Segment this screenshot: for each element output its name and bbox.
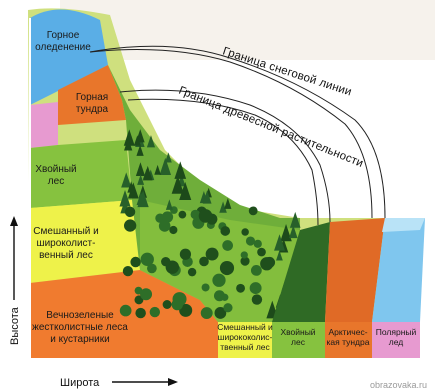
deciduous-tree: [188, 268, 196, 276]
deciduous-tree: [135, 308, 145, 318]
vertical-axis-arrowhead: [10, 216, 18, 226]
tree-line-label: Граница древесной растительности: [177, 85, 365, 170]
deciduous-tree: [251, 265, 262, 276]
deciduous-tree: [201, 307, 213, 319]
vertical-axis-label: Высота: [9, 306, 21, 345]
deciduous-tree: [125, 207, 135, 217]
deciduous-tree: [124, 219, 136, 231]
deciduous-tree: [257, 248, 266, 257]
deciduous-tree: [241, 228, 249, 236]
lat-polar-ice-top: [382, 218, 425, 232]
deciduous-tree: [220, 226, 230, 236]
deciduous-tree: [222, 240, 233, 251]
deciduous-tree: [191, 210, 201, 220]
deciduous-tree: [221, 294, 228, 301]
deciduous-tree: [159, 220, 171, 232]
deciduous-tree: [120, 305, 132, 317]
deciduous-tree: [178, 211, 186, 219]
label-lat-tundra: Арктичес-кая тундра: [327, 327, 370, 347]
deciduous-tree: [241, 251, 248, 258]
zone-pink: [30, 102, 58, 148]
horizontal-axis-label: Широта: [60, 377, 100, 389]
deciduous-tree: [260, 257, 273, 270]
deciduous-tree: [169, 226, 177, 234]
deciduous-tree: [141, 253, 154, 266]
deciduous-tree: [202, 283, 210, 291]
deciduous-tree: [173, 292, 187, 306]
horizontal-axis-arrowhead: [168, 378, 178, 386]
deciduous-tree: [123, 266, 133, 276]
watermark: obrazovaka.ru: [370, 380, 427, 390]
deciduous-tree: [250, 282, 262, 294]
deciduous-tree: [249, 206, 258, 215]
deciduous-tree: [206, 248, 219, 261]
deciduous-tree: [246, 236, 255, 245]
deciduous-tree: [163, 300, 172, 309]
deciduous-tree: [161, 257, 170, 266]
deciduous-tree: [223, 303, 232, 312]
deciduous-tree: [130, 257, 140, 267]
deciduous-tree: [252, 294, 262, 304]
deciduous-tree: [236, 284, 245, 293]
deciduous-tree: [150, 307, 160, 317]
deciduous-tree: [180, 249, 191, 260]
deciduous-tree: [212, 274, 225, 287]
deciduous-tree: [199, 209, 213, 223]
deciduous-tree: [140, 288, 152, 300]
deciduous-tree: [220, 261, 234, 275]
